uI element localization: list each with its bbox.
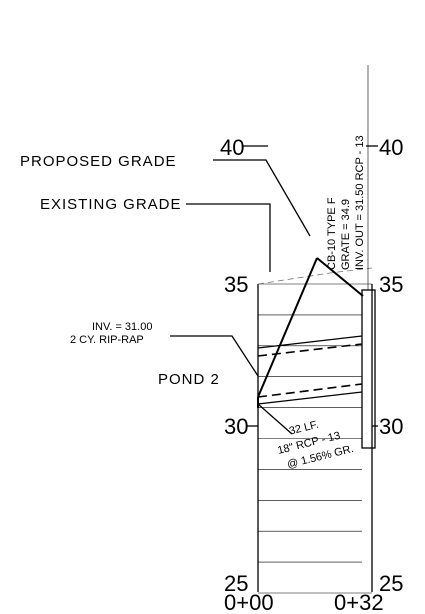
pipe-annotation: 32 LF. 18" RCP - 13 @ 1.56% GR.	[276, 419, 355, 471]
elevation-label-left-40: 40	[220, 135, 244, 160]
rip-rap-label: 2 CY. RIP-RAP	[70, 334, 144, 346]
station-end: 0+32	[334, 590, 384, 614]
inv-label: INV. = 31.00	[92, 321, 152, 333]
elevation-label-right-25: 25	[379, 571, 403, 596]
existing-grade-line	[257, 267, 373, 285]
elevation-label-left-35: 35	[224, 272, 248, 297]
elevation-label-right-35: 35	[379, 272, 403, 297]
structure-type-label: CB-10 TYPE F	[326, 197, 338, 270]
elevation-label-right-40: 40	[379, 135, 403, 160]
proposed-grade-label: PROPOSED GRADE	[20, 153, 177, 170]
station-start: 0+00	[224, 590, 274, 614]
elevation-label-left-25: 25	[224, 571, 248, 596]
pipe-structure	[361, 289, 376, 449]
structure-invert-label: INV. OUT = 31.50 RCP - 13	[354, 135, 366, 270]
rip-rap-lines	[257, 335, 363, 405]
profile-grid	[257, 283, 373, 594]
elevation-label-right-30: 30	[379, 414, 403, 439]
leader-lines	[170, 159, 311, 435]
proposed-grade-outline	[257, 257, 364, 408]
elevation-label-left-30: 30	[224, 414, 248, 439]
structure-grate-label: GRATE = 34.9	[340, 199, 352, 270]
existing-grade-label: EXISTING GRADE	[40, 196, 182, 213]
structure-annotation: CB-10 TYPE F GRATE = 34.9 INV. OUT = 31.…	[326, 135, 366, 270]
pond-label: POND 2	[158, 371, 220, 388]
